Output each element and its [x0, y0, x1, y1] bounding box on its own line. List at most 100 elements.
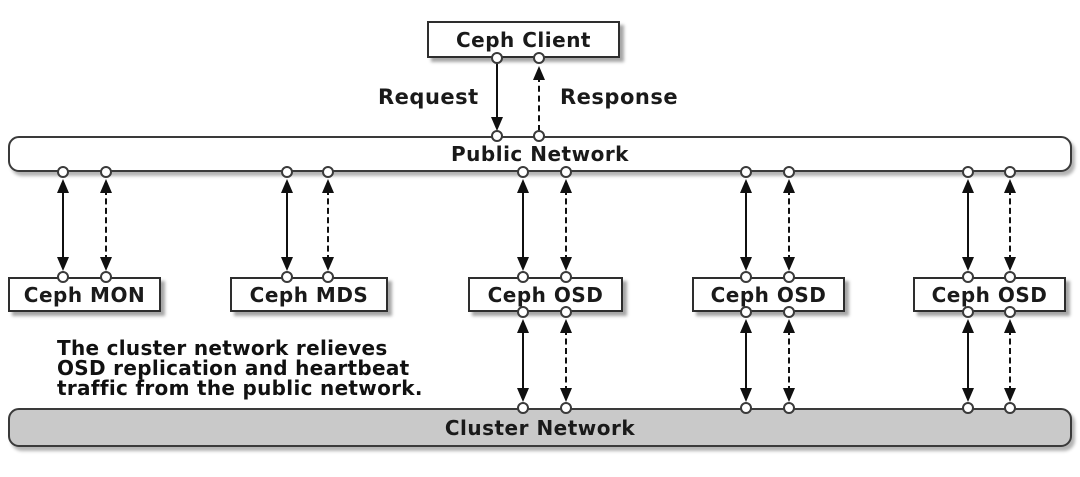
public-network-bar: Public Network — [8, 136, 1072, 172]
bidir-arrow-dashed — [560, 319, 572, 402]
connector-port — [100, 166, 112, 178]
connector-port — [100, 271, 112, 283]
connector-port — [57, 166, 69, 178]
arrowhead-down-icon — [962, 388, 974, 402]
bidir-arrow-solid — [517, 179, 529, 271]
arrowhead-up-icon — [1004, 179, 1016, 193]
connector-port — [1004, 306, 1016, 318]
arrowhead-down-icon — [100, 257, 112, 271]
connector-port — [560, 271, 572, 283]
bidir-arrow-solid — [281, 179, 293, 271]
arrowhead-up-icon — [1004, 319, 1016, 333]
bidir-arrow-solid — [57, 179, 69, 271]
connector-port — [560, 166, 572, 178]
ceph-osd-box-2: Ceph OSD — [692, 277, 845, 312]
arrowhead-down-icon — [740, 257, 752, 271]
connector-port — [1004, 402, 1016, 414]
arrowhead-up-icon — [962, 179, 974, 193]
bidir-arrow-dashed — [100, 179, 112, 271]
cluster-network-bar: Cluster Network — [8, 408, 1072, 447]
arrowhead-up-icon — [783, 179, 795, 193]
arrowhead-down-icon — [962, 257, 974, 271]
request-arrow-solid-down — [491, 63, 503, 131]
connector-port — [740, 271, 752, 283]
annotation-line: OSD replication and heartbeat — [57, 356, 410, 380]
arrowhead-down-icon — [517, 257, 529, 271]
arrowhead-up-icon — [517, 319, 529, 333]
connector-port — [962, 166, 974, 178]
arrowhead-down-icon — [491, 117, 503, 131]
connector-port — [281, 166, 293, 178]
arrowhead-down-icon — [1004, 257, 1016, 271]
ceph-osd-box-3: Ceph OSD — [913, 277, 1066, 312]
cluster-network-annotation: The cluster network relieves OSD replica… — [57, 338, 423, 398]
connector-port — [517, 166, 529, 178]
connector-port — [517, 271, 529, 283]
ceph-mds-box: Ceph MDS — [230, 277, 388, 312]
arrowhead-down-icon — [560, 257, 572, 271]
arrowhead-down-icon — [783, 388, 795, 402]
connector-port — [281, 271, 293, 283]
ceph-osd-box-1: Ceph OSD — [468, 277, 623, 312]
arrowhead-up-icon — [560, 179, 572, 193]
arrowhead-down-icon — [1004, 388, 1016, 402]
connector-port — [740, 306, 752, 318]
bidir-arrow-dashed — [322, 179, 334, 271]
connector-port — [322, 271, 334, 283]
bidir-arrow-dashed — [1004, 179, 1016, 271]
connector-port — [783, 402, 795, 414]
ceph-osd-label-2: Ceph OSD — [710, 282, 827, 307]
arrowhead-down-icon — [517, 388, 529, 402]
arrowhead-up-icon — [533, 66, 545, 80]
arrowhead-down-icon — [783, 257, 795, 271]
connector-port — [533, 52, 545, 64]
arrowhead-up-icon — [740, 319, 752, 333]
connector-port — [783, 306, 795, 318]
connector-port — [783, 166, 795, 178]
arrowhead-up-icon — [962, 319, 974, 333]
arrowhead-up-icon — [100, 179, 112, 193]
bidir-arrow-dashed — [560, 179, 572, 271]
request-label: Request — [378, 85, 479, 109]
connector-port — [1004, 166, 1016, 178]
connector-port — [560, 402, 572, 414]
response-label: Response — [560, 85, 679, 109]
connector-port — [560, 306, 572, 318]
connector-port — [491, 52, 503, 64]
connector-port — [783, 271, 795, 283]
ceph-osd-label-1: Ceph OSD — [487, 282, 604, 307]
arrowhead-down-icon — [740, 388, 752, 402]
connector-port — [740, 402, 752, 414]
connector-port — [962, 306, 974, 318]
connector-port — [962, 271, 974, 283]
bidir-arrow-dashed — [783, 179, 795, 271]
arrowhead-up-icon — [281, 179, 293, 193]
arrowhead-up-icon — [517, 179, 529, 193]
ceph-mon-box: Ceph MON — [8, 277, 161, 312]
connector-port — [740, 166, 752, 178]
annotation-line: The cluster network relieves — [57, 336, 388, 360]
ceph-mon-label: Ceph MON — [23, 282, 146, 307]
connector-port — [1004, 271, 1016, 283]
ceph-osd-label-3: Ceph OSD — [931, 282, 1048, 307]
bidir-arrow-dashed — [783, 319, 795, 402]
ceph-client-label: Ceph Client — [455, 27, 591, 52]
ceph-client-box: Ceph Client — [427, 21, 620, 58]
annotation-line: traffic from the public network. — [57, 376, 423, 400]
bidir-arrow-dashed — [1004, 319, 1016, 402]
connector-port — [517, 402, 529, 414]
connector-port — [322, 166, 334, 178]
connector-port — [962, 402, 974, 414]
arrowhead-up-icon — [57, 179, 69, 193]
bidir-arrow-solid — [962, 179, 974, 271]
arrowhead-up-icon — [783, 319, 795, 333]
arrowhead-up-icon — [322, 179, 334, 193]
connector-port — [533, 130, 545, 142]
arrowhead-down-icon — [281, 257, 293, 271]
response-arrow-dashed-up — [533, 66, 545, 131]
arrowhead-down-icon — [322, 257, 334, 271]
cluster-network-label: Cluster Network — [444, 415, 636, 440]
arrowhead-down-icon — [560, 388, 572, 402]
bidir-arrow-solid — [517, 319, 529, 402]
